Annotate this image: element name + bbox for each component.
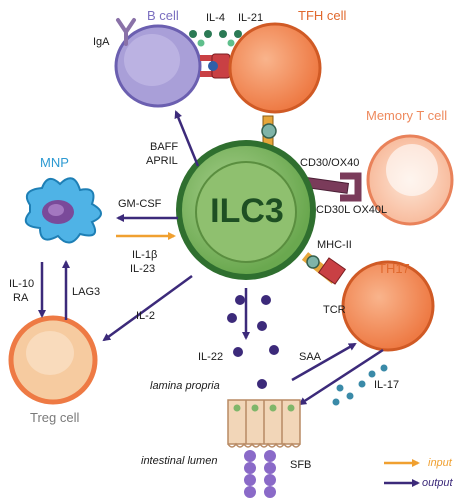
il23-label: IL-23 bbox=[130, 263, 156, 275]
th17-cell bbox=[341, 260, 435, 352]
lag3-label: LAG3 bbox=[72, 286, 101, 298]
th17-title: TH17 bbox=[378, 261, 410, 276]
ilc3-tfh-connector bbox=[261, 115, 277, 167]
april-label: APRIL bbox=[146, 155, 178, 167]
treg-cell bbox=[8, 315, 98, 405]
legend bbox=[384, 459, 420, 487]
ra-label: RA bbox=[13, 292, 29, 304]
mnp-cell bbox=[24, 177, 102, 244]
sfb-label: SFB bbox=[290, 459, 312, 471]
treg-cell-title: Treg cell bbox=[30, 410, 80, 425]
cd30-ox40-label: CD30/OX40 bbox=[300, 157, 360, 169]
tfh-cell-title: TFH cell bbox=[298, 8, 347, 23]
il10-label: IL-10 bbox=[9, 278, 35, 290]
b-cell bbox=[114, 24, 202, 108]
iga-label: IgA bbox=[93, 36, 110, 48]
output-arrows bbox=[38, 110, 384, 406]
il1b-label: IL-1β bbox=[132, 249, 158, 261]
baff-label: BAFF bbox=[150, 141, 179, 153]
intestinal-lumen-label: intestinal lumen bbox=[141, 455, 218, 467]
iga-antibody-icon bbox=[116, 18, 136, 46]
il4-il21-particles bbox=[189, 30, 242, 47]
legend-input-label: input bbox=[428, 457, 452, 469]
ilc3-label: ILC3 bbox=[210, 192, 284, 230]
gm-csf-label: GM-CSF bbox=[118, 198, 162, 210]
tfh-cell bbox=[228, 22, 322, 114]
b-cell-title: B cell bbox=[147, 8, 179, 23]
mnp-title: MNP bbox=[40, 155, 69, 170]
il17-particles bbox=[332, 364, 388, 406]
legend-output-label: output bbox=[422, 477, 453, 489]
tcr-label: TCR bbox=[323, 304, 346, 316]
il22-label: IL-22 bbox=[198, 351, 224, 363]
sfb-bacteria bbox=[244, 450, 276, 498]
lamina-propria-label: lamina propria bbox=[150, 380, 220, 392]
il21-label: IL-21 bbox=[238, 12, 264, 24]
il4-label: IL-4 bbox=[206, 12, 225, 24]
mhc-ii-label: MHC-II bbox=[317, 239, 352, 251]
il17-label: IL-17 bbox=[374, 379, 400, 391]
b-tfh-synapse bbox=[200, 53, 231, 79]
ilc3-th17-connector bbox=[301, 252, 347, 285]
memory-t-cell-title: Memory T cell bbox=[366, 108, 448, 123]
memory-t-cell bbox=[366, 134, 454, 226]
il22-particles bbox=[227, 295, 279, 389]
il2-label: IL-2 bbox=[136, 310, 155, 322]
cd30l-ox40l-label: CD30L OX40L bbox=[316, 204, 388, 216]
saa-label: SAA bbox=[299, 351, 322, 363]
ilc3-cell bbox=[176, 140, 316, 280]
intestinal-epithelium bbox=[227, 399, 301, 448]
